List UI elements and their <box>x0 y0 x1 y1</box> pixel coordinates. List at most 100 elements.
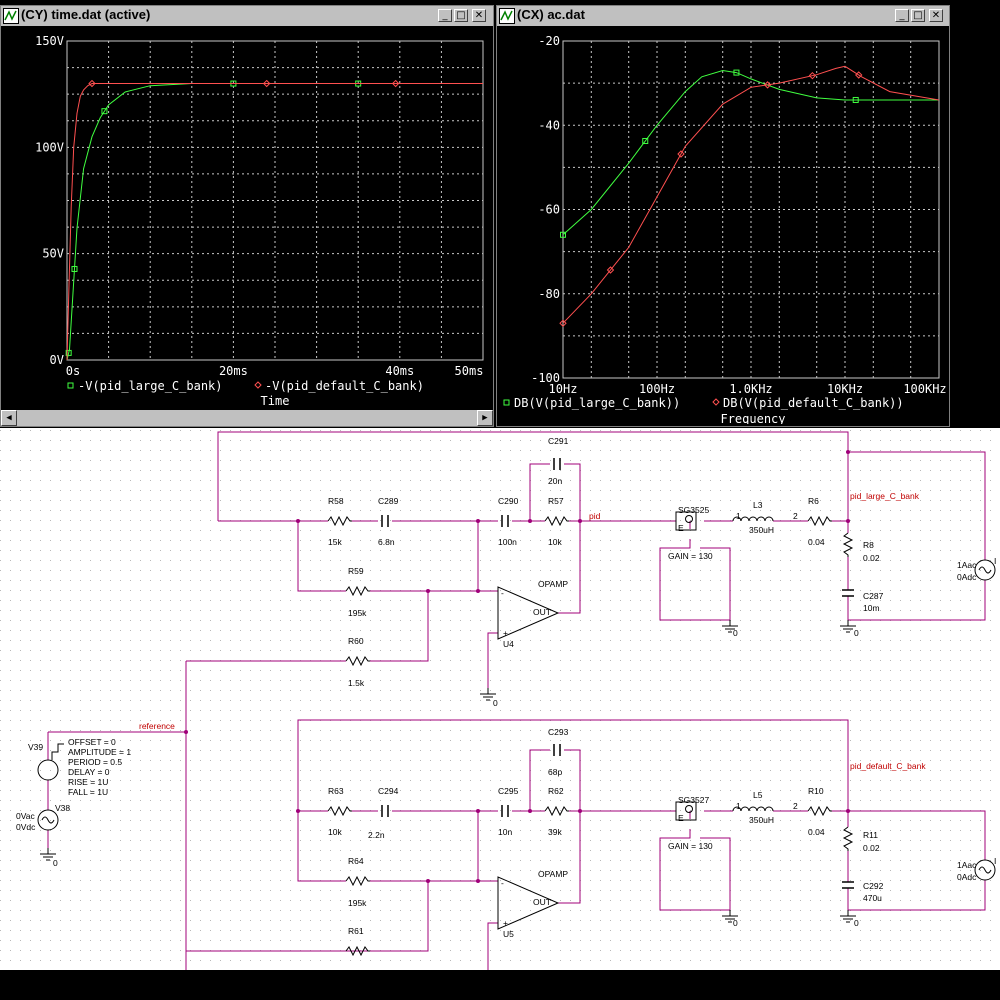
junction-dot <box>846 809 850 813</box>
maximize-button[interactable]: □ <box>911 9 925 22</box>
driver-sg3527[interactable] <box>675 801 697 821</box>
resistor-r62[interactable] <box>544 805 569 817</box>
close-button[interactable]: ✕ <box>929 9 943 22</box>
minimize-button[interactable]: _ <box>895 9 909 22</box>
data-point <box>71 265 78 272</box>
wire[interactable] <box>487 632 498 688</box>
wire[interactable] <box>558 811 581 904</box>
pulse-source-v39[interactable] <box>37 743 64 781</box>
wire[interactable] <box>297 521 346 592</box>
component-label-v38: V38 <box>55 803 70 813</box>
wire[interactable] <box>297 811 346 882</box>
component-label-c291v: 20n <box>548 476 562 486</box>
resistor-r61[interactable] <box>345 945 370 957</box>
wire[interactable] <box>186 881 429 952</box>
component-label-l3v: 350uH <box>749 525 774 535</box>
junction-dot <box>476 809 480 813</box>
wire[interactable] <box>370 591 429 662</box>
scroll-right-arrow[interactable]: ▶ <box>477 410 493 426</box>
ac-source-v38[interactable] <box>37 809 59 831</box>
current-source-top[interactable] <box>974 559 996 581</box>
ground-symbol[interactable] <box>722 910 738 923</box>
resistor-r58[interactable] <box>327 515 352 527</box>
resistor-r59[interactable] <box>345 585 370 597</box>
probe-window-icon <box>3 8 19 24</box>
component-label-v1a: 1Aac <box>957 560 977 570</box>
wire[interactable] <box>529 463 550 521</box>
component-label-r8: R8 <box>863 540 874 550</box>
component-label-c290v: 100n <box>498 537 517 547</box>
resistor-r8[interactable] <box>842 532 854 557</box>
wire[interactable] <box>848 451 986 560</box>
wire[interactable] <box>217 431 849 521</box>
scroll-left-arrow[interactable]: ◀ <box>1 410 17 426</box>
resistor-r11[interactable] <box>842 826 854 851</box>
wire[interactable] <box>297 719 849 811</box>
resistor-r6[interactable] <box>807 515 832 527</box>
resistor-r10[interactable] <box>807 805 832 817</box>
minimize-button[interactable]: _ <box>438 9 452 22</box>
maximize-button[interactable]: □ <box>454 9 468 22</box>
window-title: (CX) ac.dat <box>517 7 585 22</box>
ground-symbol[interactable] <box>840 620 856 633</box>
wire[interactable] <box>529 749 550 811</box>
net-label-pid-default-c-bank: pid_default_C_bank <box>850 761 926 771</box>
current-source-bottom[interactable] <box>974 859 996 881</box>
junction-dot <box>578 809 582 813</box>
capacitor-c289[interactable] <box>381 515 389 527</box>
resistor-r64[interactable] <box>345 875 370 887</box>
component-label-r58v: 15k <box>328 537 342 547</box>
component-label-two: 2 <box>793 801 798 811</box>
x-tick-label: 0s <box>66 364 80 378</box>
x-tick-label: 100Hz <box>639 382 675 396</box>
component-label-out2: OUT <box>533 897 551 907</box>
ground-symbol[interactable] <box>722 620 738 633</box>
wire[interactable] <box>487 922 498 970</box>
capacitor-c291[interactable] <box>553 458 561 470</box>
ground-symbol[interactable] <box>840 910 856 923</box>
component-label-r60: R60 <box>348 636 364 646</box>
junction-dot <box>426 879 430 883</box>
capacitor-c287[interactable] <box>842 589 854 597</box>
capacitor-c295[interactable] <box>501 805 509 817</box>
resistor-r63[interactable] <box>327 805 352 817</box>
close-button[interactable]: ✕ <box>472 9 486 22</box>
wire[interactable] <box>848 880 986 911</box>
data-point <box>606 266 615 274</box>
inductor-l3[interactable] <box>732 516 774 522</box>
wire[interactable] <box>659 829 731 911</box>
series-line <box>66 83 483 361</box>
ground-symbol[interactable] <box>480 688 496 701</box>
capacitor-c290[interactable] <box>501 515 509 527</box>
component-label-r11: R11 <box>863 830 878 840</box>
data-point <box>677 150 685 158</box>
opamp-u5[interactable] <box>497 876 560 930</box>
horizontal-scrollbar[interactable]: ◀ ▶ <box>1 410 493 426</box>
ground-symbol[interactable] <box>40 848 56 861</box>
title-bar[interactable]: (CX) ac.dat _ □ ✕ <box>497 6 949 26</box>
capacitor-c294[interactable] <box>381 805 389 817</box>
wire[interactable] <box>564 749 581 811</box>
capacitor-c293[interactable] <box>553 744 561 756</box>
resistor-r60[interactable] <box>345 655 370 667</box>
wire[interactable] <box>848 580 986 621</box>
driver-sg3525[interactable] <box>675 511 697 531</box>
opamp-u4[interactable] <box>497 586 560 640</box>
schematic-canvas[interactable]: C29120nR5815kC2896.8nC290100nR5710kSG352… <box>0 428 1000 970</box>
resistor-r57[interactable] <box>544 515 569 527</box>
wire[interactable] <box>848 810 986 860</box>
capacitor-c292[interactable] <box>842 881 854 889</box>
component-label-c293v: 68p <box>548 767 562 777</box>
component-label-v39: V39 <box>28 742 43 752</box>
wire[interactable] <box>564 463 581 521</box>
inductor-l5[interactable] <box>732 806 774 812</box>
component-label-c294v: 2.2n <box>368 830 385 840</box>
data-point <box>855 71 863 79</box>
title-bar[interactable]: (CY) time.dat (active) _ □ ✕ <box>1 6 493 26</box>
net-label-reference: reference <box>139 721 175 731</box>
wire[interactable] <box>659 539 731 621</box>
wire[interactable] <box>558 521 581 614</box>
